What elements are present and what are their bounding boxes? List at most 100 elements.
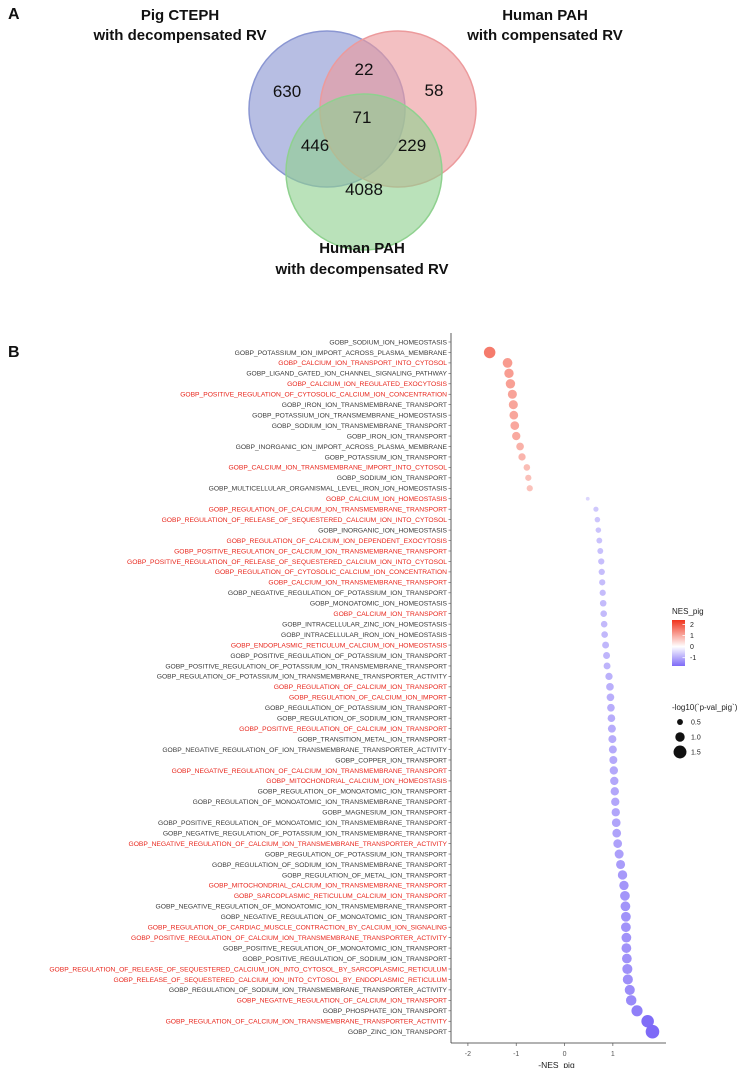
data-point <box>606 683 614 691</box>
term-label: GOBP_INORGANIC_ION_IMPORT_ACROSS_PLASMA_… <box>236 444 448 451</box>
data-point <box>594 516 601 523</box>
data-point <box>625 995 637 1006</box>
term-label: GOBP_SARCOPLASMIC_RETICULUM_CALCIUM_ION_… <box>234 893 447 900</box>
data-point <box>599 599 607 607</box>
term-label: GOBP_REGULATION_OF_POTASSIUM_ION_TRANSME… <box>157 674 448 681</box>
data-point <box>601 631 608 638</box>
data-point <box>645 1024 660 1039</box>
data-point <box>585 496 590 501</box>
data-point <box>616 859 626 870</box>
venn-count-b: 58 <box>425 81 444 100</box>
data-point <box>622 963 633 975</box>
data-point <box>607 714 616 723</box>
data-point <box>596 537 603 544</box>
data-point <box>597 548 604 554</box>
term-label: GOBP_POSITIVE_REGULATION_OF_CALCIUM_ION_… <box>131 935 448 942</box>
data-point <box>598 568 605 576</box>
data-point <box>641 1014 654 1028</box>
data-point <box>622 974 633 985</box>
data-point <box>523 464 531 471</box>
term-label: GOBP_REGULATION_OF_POTASSIUM_ION_TRANSPO… <box>265 705 447 712</box>
term-label: GOBP_INTRACELLULAR_ZINC_ION_HOMEOSTASIS <box>282 621 447 628</box>
term-label: GOBP_POSITIVE_REGULATION_OF_CALCIUM_ION_… <box>174 548 447 555</box>
x-axis-title: -NES_pig <box>538 1060 575 1068</box>
data-point <box>611 808 620 817</box>
venn-count-ab: 22 <box>355 60 374 79</box>
term-label: GOBP_SODIUM_ION_HOMEOSTASIS <box>329 339 447 346</box>
term-label: GOBP_MAGNESIUM_ION_TRANSPORT <box>322 810 447 817</box>
data-point <box>483 346 496 359</box>
data-point <box>508 400 518 410</box>
term-label: GOBP_NEGATIVE_REGULATION_OF_CALCIUM_ION_… <box>172 768 447 775</box>
data-point <box>613 839 623 848</box>
term-label: GOBP_REGULATION_OF_SODIUM_ION_TRANSMEMBR… <box>169 987 448 994</box>
data-point <box>624 984 635 995</box>
venn-set-b-title-line2: with compensated RV <box>466 27 623 44</box>
term-label: GOBP_CALCIUM_ION_TRANSPORT <box>333 611 447 618</box>
venn-set-c-title-line1: Human PAH <box>319 240 405 257</box>
data-point <box>608 745 617 754</box>
term-label: GOBP_IRON_ION_TRANSPORT <box>347 433 447 440</box>
term-label: GOBP_REGULATION_OF_CARDIAC_MUSCLE_CONTRA… <box>148 925 447 932</box>
term-label: GOBP_POSITIVE_REGULATION_OF_MONOATOMIC_I… <box>158 820 447 827</box>
venn-circle-c <box>285 93 443 251</box>
size-legend-label: 1.5 <box>691 750 701 757</box>
term-label: GOBP_REGULATION_OF_MONOATOMIC_ION_TRANSM… <box>193 799 447 806</box>
data-point <box>507 389 517 399</box>
data-point <box>619 880 629 891</box>
data-point <box>611 818 621 828</box>
data-point <box>621 943 632 953</box>
data-point <box>610 776 619 786</box>
term-label: GOBP_POTASSIUM_ION_TRANSMEMBRANE_HOMEOST… <box>252 412 447 419</box>
data-point <box>595 527 602 533</box>
data-point <box>526 485 533 492</box>
data-point <box>607 703 615 712</box>
data-point <box>612 828 622 838</box>
x-tick-label: 1 <box>611 1051 615 1058</box>
panel-b-label: B <box>8 344 20 361</box>
venn-count-a: 630 <box>273 82 301 101</box>
term-label: GOBP_POTASSIUM_ION_TRANSPORT <box>325 454 447 461</box>
term-label: GOBP_POTASSIUM_ION_IMPORT_ACROSS_PLASMA_… <box>235 350 448 357</box>
data-point <box>605 672 613 681</box>
term-label: GOBP_REGULATION_OF_POTASSIUM_ION_TRANSPO… <box>265 851 447 858</box>
venn-count-bc: 229 <box>398 136 426 155</box>
venn-count-ac: 446 <box>301 136 329 155</box>
term-label: GOBP_LIGAND_GATED_ION_CHANNEL_SIGNALING_… <box>246 371 447 378</box>
term-label: GOBP_POSITIVE_REGULATION_OF_CALCIUM_ION_… <box>239 726 447 733</box>
color-legend-tick-label: 2 <box>690 622 694 629</box>
term-label: GOBP_RELEASE_OF_SEQUESTERED_CALCIUM_ION_… <box>114 977 448 984</box>
term-label: GOBP_REGULATION_OF_CALCIUM_ION_TRANSPORT <box>274 684 447 691</box>
data-point <box>599 589 606 596</box>
data-point <box>518 453 526 461</box>
data-point <box>600 610 607 617</box>
data-point <box>510 421 520 430</box>
color-legend-bar <box>672 620 685 666</box>
data-point <box>631 1005 643 1017</box>
data-point <box>603 652 611 659</box>
term-label: GOBP_COPPER_ION_TRANSPORT <box>335 757 447 764</box>
venn-count-c: 4088 <box>345 180 383 199</box>
data-point <box>608 735 617 744</box>
term-label: GOBP_PHOSPHATE_ION_TRANSPORT <box>323 1008 447 1015</box>
data-point <box>611 797 620 806</box>
data-point <box>600 620 608 628</box>
term-label: GOBP_REGULATION_OF_METAL_ION_TRANSPORT <box>282 872 447 879</box>
data-point <box>603 662 611 670</box>
panel-a-label: A <box>8 6 20 23</box>
term-label: GOBP_REGULATION_OF_RELEASE_OF_SEQUESTERE… <box>49 966 447 973</box>
venn-set-a-title-line2: with decompensated RV <box>92 27 266 44</box>
term-label: GOBP_CALCIUM_ION_REGULATED_EXOCYTOSIS <box>287 381 447 388</box>
term-label: GOBP_REGULATION_OF_SODIUM_ION_TRANSPORT <box>277 716 447 723</box>
term-label: GOBP_MITOCHONDRIAL_CALCIUM_ION_TRANSMEMB… <box>209 883 447 890</box>
data-point <box>504 368 514 379</box>
venn-set-b-title-line1: Human PAH <box>502 7 588 24</box>
data-point <box>610 787 619 796</box>
term-label: GOBP_NEGATIVE_REGULATION_OF_POTASSIUM_IO… <box>228 590 447 597</box>
term-label: GOBP_REGULATION_OF_CALCIUM_ION_DEPENDENT… <box>227 538 448 545</box>
data-point <box>512 431 521 441</box>
data-point <box>505 379 516 389</box>
data-point <box>602 641 610 649</box>
term-label: GOBP_IRON_ION_TRANSMEMBRANE_TRANSPORT <box>282 402 447 409</box>
